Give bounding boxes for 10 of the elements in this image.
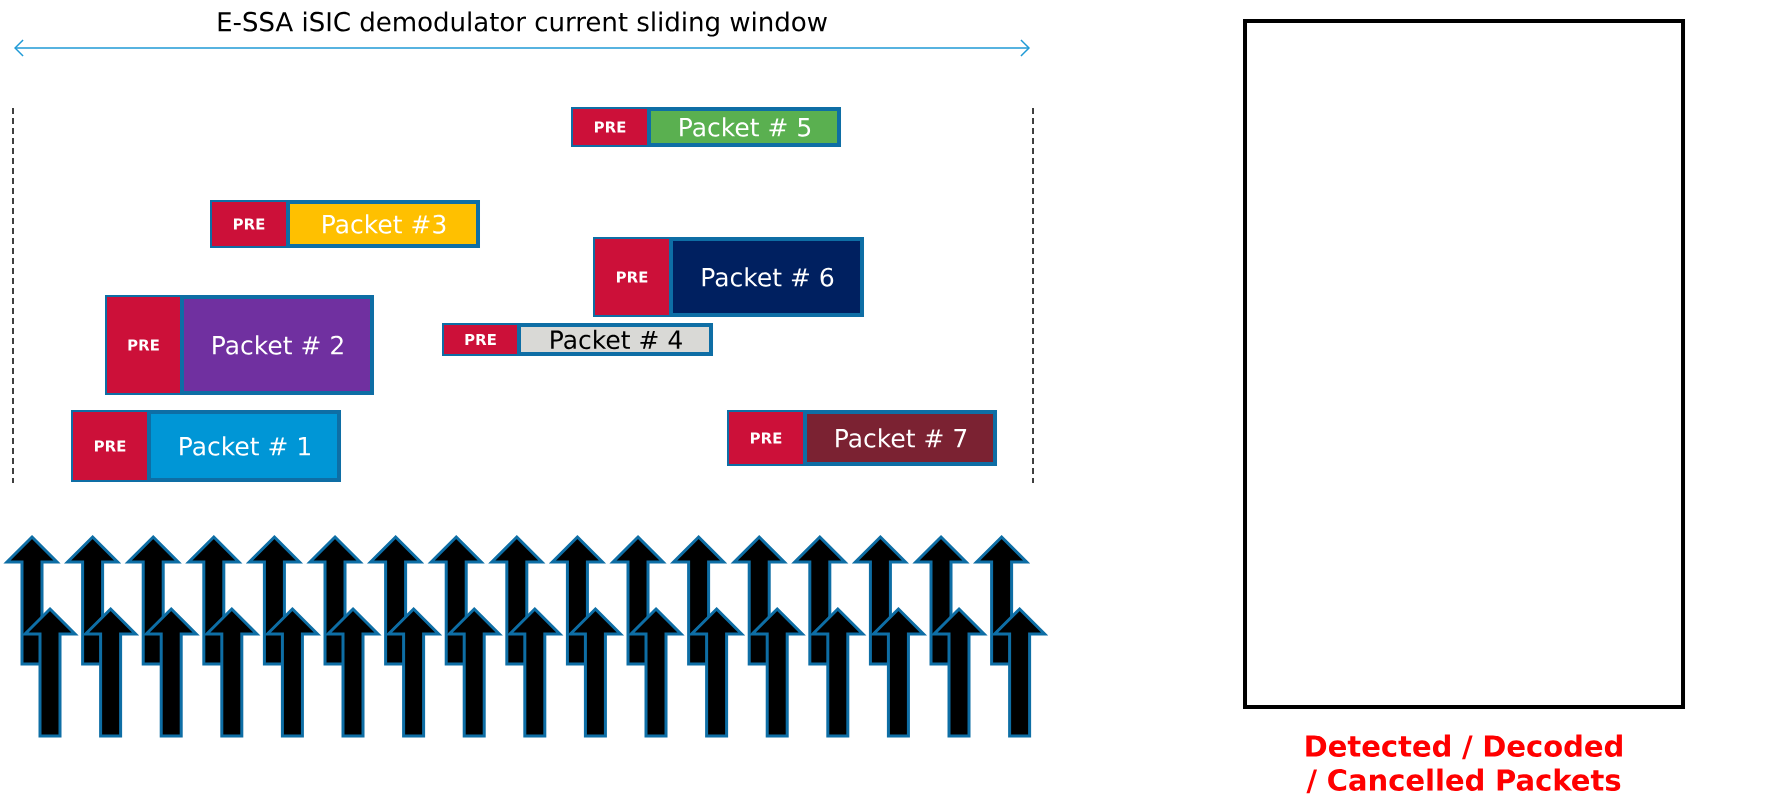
window-label: E-SSA iSIC demodulator current sliding window bbox=[218, 11, 827, 37]
packet-box: PRE Packet #3 bbox=[210, 200, 480, 248]
packet-box: PRE Packet # 4 bbox=[442, 323, 713, 356]
output-box bbox=[1243, 19, 1685, 709]
packet-box: PRE Packet # 2 bbox=[105, 295, 374, 395]
packet-box: PRE Packet # 7 bbox=[727, 410, 997, 466]
box-caption: Detected / Decoded / Cancelled Packets bbox=[1306, 734, 1622, 794]
packet-box: PRE Packet # 6 bbox=[593, 237, 864, 317]
packet-box: PRE Packet # 5 bbox=[571, 107, 841, 147]
packet-box: PRE Packet # 1 bbox=[71, 410, 341, 482]
